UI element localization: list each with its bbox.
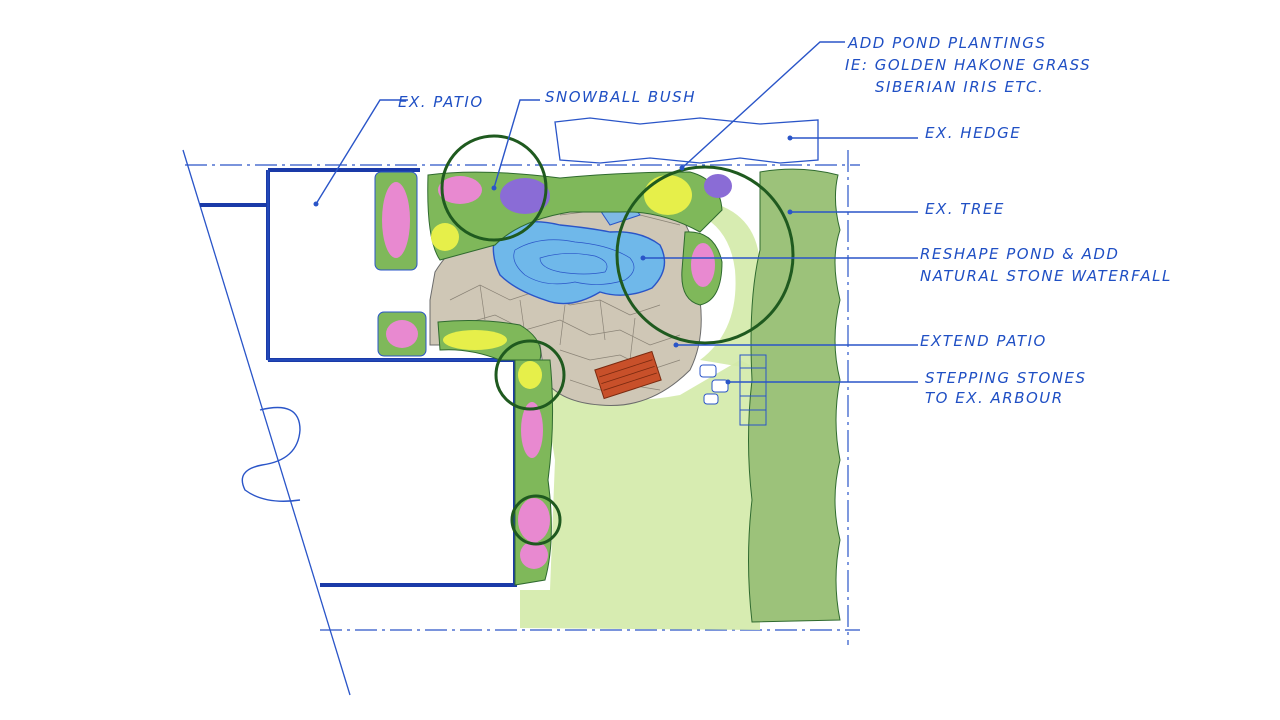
- ex-tree-canopy: [615, 165, 795, 345]
- walkway-curve: [241, 406, 301, 502]
- bench: [594, 350, 662, 400]
- label-snowball-bush: SNOWBALL BUSH: [545, 88, 696, 106]
- label-extend-patio: EXTEND PATIO: [920, 332, 1047, 350]
- planting-beds: [374, 171, 732, 586]
- lawn: [520, 360, 760, 630]
- snowball-bush-canopy: [440, 134, 548, 242]
- label-pond-plantings-2: IE: GOLDEN HAKONE GRASS: [845, 56, 1091, 74]
- ex-hedge: [554, 117, 819, 164]
- label-reshape-2: NATURAL STONE WATERFALL: [920, 267, 1172, 285]
- leader-dots: [313, 135, 793, 385]
- label-ex-patio: EX. PATIO: [398, 93, 484, 111]
- stepping-stones: [699, 364, 729, 405]
- tree-canopies: [440, 134, 795, 546]
- pond-contours: [513, 239, 635, 285]
- shrub-canopy-south: [510, 494, 562, 546]
- property-line: [182, 149, 860, 696]
- label-reshape-1: RESHAPE POND & ADD: [920, 245, 1119, 263]
- label-ex-tree: EX. TREE: [925, 200, 1005, 218]
- label-stepping-2: TO EX. ARBOUR: [925, 389, 1064, 407]
- leader-lines: [315, 41, 918, 383]
- label-pond-plantings-1: ADD POND PLANTINGS: [847, 34, 1046, 52]
- label-pond-plantings-3: SIBERIAN IRIS ETC.: [875, 78, 1044, 96]
- label-stepping-1: STEPPING STONES: [925, 369, 1087, 387]
- shrub-canopy: [494, 339, 566, 411]
- lawn-east: [700, 200, 760, 370]
- label-ex-hedge: EX. HEDGE: [925, 124, 1021, 142]
- hedge-east: [748, 168, 841, 623]
